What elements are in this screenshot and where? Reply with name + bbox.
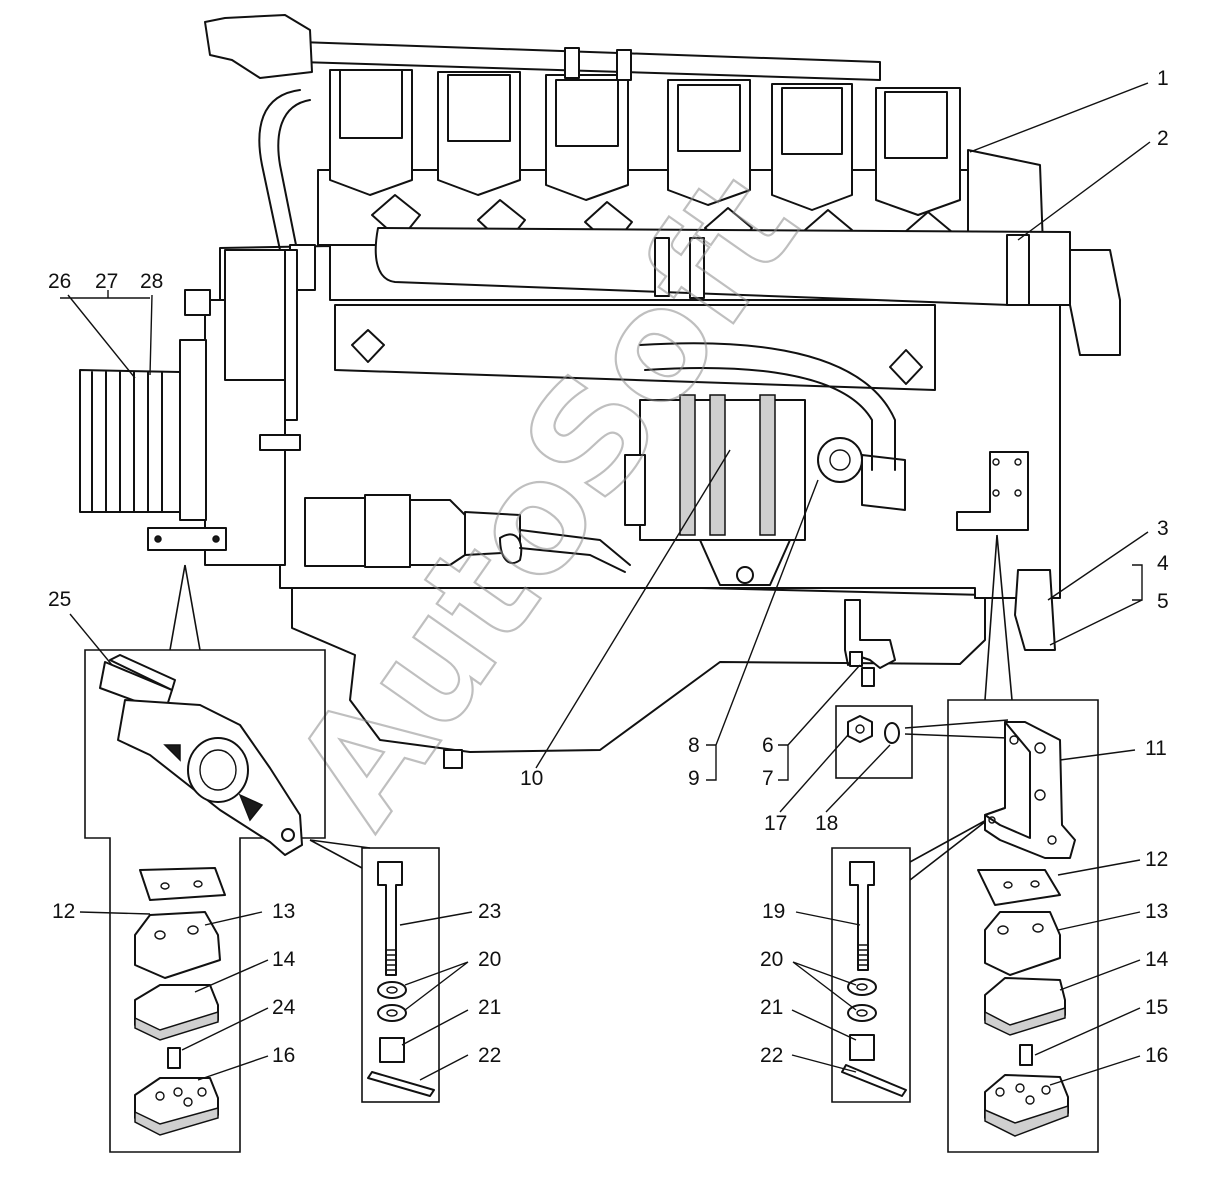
callout-23: 23 (478, 900, 501, 923)
manifold-flange-2 (689, 237, 705, 299)
callout-28: 28 (140, 270, 163, 293)
castle-nut-21 (379, 1037, 405, 1063)
side-cover-panel (334, 304, 936, 391)
callout-16-front: 16 (272, 1044, 295, 1067)
breather-window-2 (889, 349, 923, 385)
callout-15: 15 (1145, 996, 1168, 1019)
cotter-pin-22 (367, 1071, 435, 1097)
front-mount-bracket (99, 654, 303, 856)
callout-14-rear: 14 (1145, 948, 1169, 971)
callout-7: 7 (762, 767, 774, 790)
callout-19: 19 (762, 900, 785, 923)
cotter-pin-rear (841, 1064, 907, 1097)
callout-25: 25 (48, 588, 71, 611)
rear-mount-bracket-on-engine (956, 451, 1029, 531)
rear-cushion-stack (977, 869, 1069, 1137)
callout-20-rear: 20 (760, 948, 783, 971)
callout-12-rear: 12 (1145, 848, 1168, 871)
front-dowel-24 (167, 1047, 181, 1069)
coolant-pipe (258, 89, 311, 251)
bolt-inset-connector (309, 839, 371, 869)
oil-sump (291, 577, 986, 753)
thermostat-housing (224, 249, 286, 381)
callout-8: 8 (688, 734, 700, 757)
callout-13-rear: 13 (1145, 900, 1168, 923)
callout-22-front: 22 (478, 1044, 501, 1067)
washer-20a (377, 981, 407, 999)
washer-20b (377, 1004, 407, 1022)
front-pad-13 (134, 911, 221, 979)
rear-inset-connector (984, 534, 1013, 701)
callout-22-rear: 22 (760, 1044, 783, 1067)
front-inset-connector (169, 564, 201, 651)
starter-motor (304, 494, 631, 573)
callout-5: 5 (1157, 590, 1169, 613)
castle-nut-rear (849, 1034, 875, 1061)
dipstick (284, 249, 298, 421)
callout-21-rear: 21 (760, 996, 783, 1019)
rear-bolt-connector (909, 817, 991, 881)
callout-6: 6 (762, 734, 774, 757)
callout-9: 9 (688, 767, 700, 790)
callout-12-front: 12 (52, 900, 75, 923)
crankshaft-pulley (79, 339, 207, 521)
rear-mount-bracket (984, 721, 1076, 859)
front-bolt-set (367, 861, 435, 1097)
manifold-flange-3 (1006, 234, 1030, 306)
callout-3: 3 (1157, 517, 1169, 540)
callout-20-front: 20 (478, 948, 501, 971)
lock-washer-18 (884, 722, 900, 744)
callout-2: 2 (1157, 127, 1169, 150)
callout-21-front: 21 (478, 996, 501, 1019)
generator (624, 342, 906, 586)
exhaust-manifold (374, 227, 1071, 306)
callout-26: 26 (48, 270, 71, 293)
nut-washer-inset-frame (835, 705, 913, 779)
callout-4: 4 (1157, 552, 1169, 575)
front-shim-12 (139, 867, 226, 901)
manifold-flange (654, 237, 670, 297)
rear-bolt-inset-frame (831, 847, 911, 1103)
callout-11: 11 (1145, 737, 1167, 760)
rear-pad-13 (984, 911, 1061, 976)
callout-10: 10 (520, 767, 543, 790)
callout-13-front: 13 (272, 900, 295, 923)
rear-shim-12 (977, 869, 1061, 906)
callout-17: 17 (764, 812, 787, 835)
callout-labels: 1 2 3 4 5 6 7 8 9 10 11 12 13 14 15 16 1… (48, 67, 1169, 1067)
breather-window (351, 329, 385, 363)
callout-24: 24 (272, 996, 296, 1019)
rear-flange-lower (1014, 569, 1056, 651)
sump-drain-plug (443, 749, 463, 769)
rear-bolt-set (841, 861, 907, 1097)
front-cushion-stack (134, 867, 226, 1136)
front-mount-pad (147, 527, 227, 551)
bolt-19 (849, 861, 875, 971)
callout-18: 18 (815, 812, 838, 835)
callout-14-front: 14 (272, 948, 296, 971)
callout-16-rear: 16 (1145, 1044, 1168, 1067)
leader-lines (60, 82, 1151, 1086)
air-filter-pipe (204, 14, 313, 79)
engine-assembly (147, 14, 1121, 769)
nut-17 (847, 715, 873, 743)
valve-covers (329, 69, 961, 216)
front-bolt-inset-frame (361, 847, 440, 1103)
rear-dowel-15 (1019, 1044, 1033, 1066)
callout-1: 1 (1157, 67, 1169, 90)
front-mount-inset-frame (84, 649, 326, 1153)
bolt-23 (377, 861, 403, 976)
callout-27: 27 (95, 270, 118, 293)
rear-mount-inset-frame (947, 699, 1099, 1153)
